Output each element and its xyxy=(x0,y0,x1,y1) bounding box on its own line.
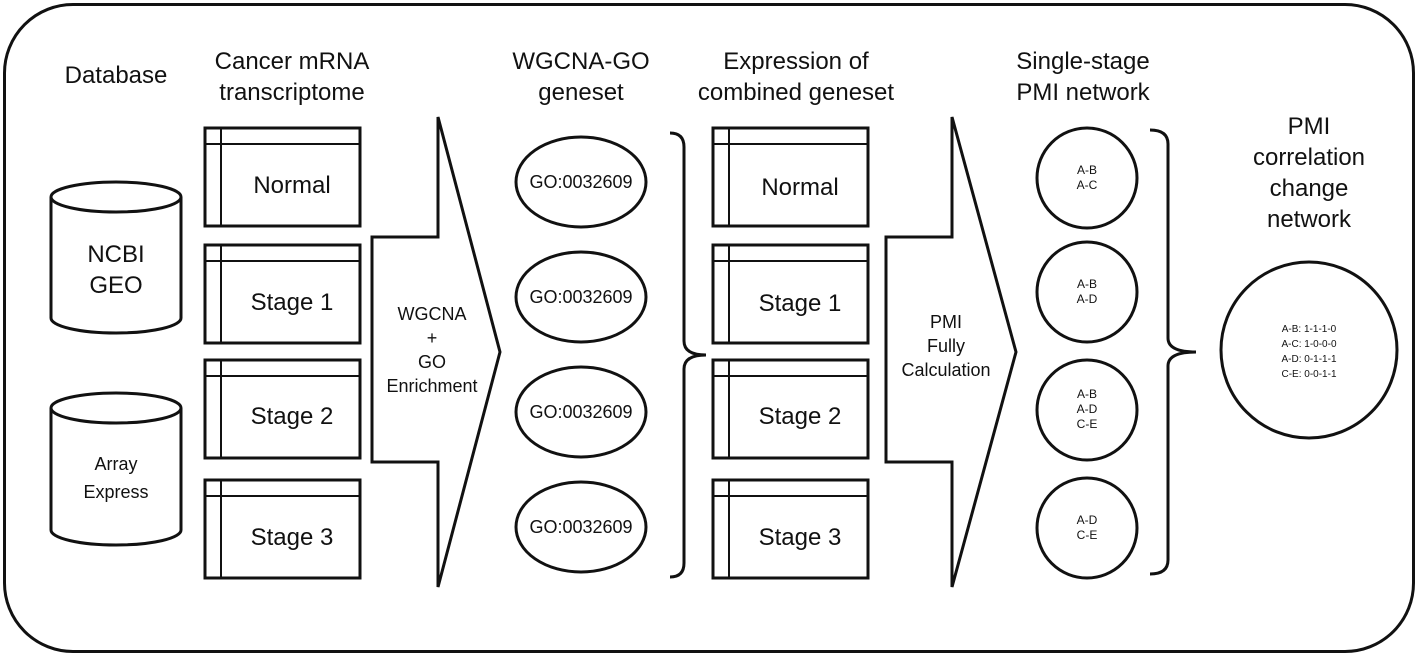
combine-bracket-1 xyxy=(669,131,707,579)
node-pair: A-B xyxy=(1077,277,1097,291)
go-term-ellipse: GO:0032609 xyxy=(514,135,648,229)
header-single-stage-2: PMI network xyxy=(1016,79,1150,106)
node-pair: A-D xyxy=(1077,513,1098,527)
header-pmi-corr-2: correlation xyxy=(1253,144,1365,171)
correlation-network-node: A-B: 1-1-1-0 A-C: 1-0-0-0 A-D: 0-1-1-1 C… xyxy=(1219,260,1399,440)
expression-table-stage3: Stage 3 xyxy=(711,478,870,580)
expression-label-stage1: Stage 1 xyxy=(759,290,842,317)
node-pair: A-C xyxy=(1077,178,1098,192)
combine-bracket-2 xyxy=(1149,128,1197,576)
transcriptome-label-stage3: Stage 3 xyxy=(251,524,334,551)
correlation-entry: A-C: 1-0-0-0 xyxy=(1281,339,1336,350)
header-single-stage-1: Single-stage xyxy=(1016,48,1149,75)
transcriptome-label-stage2: Stage 2 xyxy=(251,403,334,430)
node-pair: C-E xyxy=(1077,417,1098,431)
database-arrayexpress-line2: Express xyxy=(83,482,148,502)
header-database: Database xyxy=(65,62,168,89)
expression-label-stage3: Stage 3 xyxy=(759,524,842,551)
header-pmi-corr-3: change xyxy=(1270,175,1349,202)
go-term-ellipse: GO:0032609 xyxy=(514,480,648,574)
node-pair: A-B xyxy=(1077,387,1097,401)
database-ncbi-line2: GEO xyxy=(89,272,142,299)
expression-label-normal: Normal xyxy=(761,174,838,201)
transcriptome-table-stage1: Stage 1 xyxy=(203,243,362,345)
transcriptome-table-stage2: Stage 2 xyxy=(203,358,362,460)
go-term-label: GO:0032609 xyxy=(529,402,632,422)
go-term-ellipse: GO:0032609 xyxy=(514,250,648,344)
go-term-label: GO:0032609 xyxy=(529,287,632,307)
node-pair: A-D xyxy=(1077,292,1098,306)
single-stage-node: A-B A-C xyxy=(1035,126,1139,230)
node-pair: A-D xyxy=(1077,402,1098,416)
header-transcriptome-2: transcriptome xyxy=(219,79,364,106)
correlation-entry: C-E: 0-0-1-1 xyxy=(1281,369,1336,380)
header-expression-2: combined geneset xyxy=(698,79,894,106)
single-stage-node: A-D C-E xyxy=(1035,476,1139,580)
header-transcriptome-1: Cancer mRNA xyxy=(215,48,370,75)
arrow2-line1: PMI xyxy=(930,312,962,332)
node-pair: C-E xyxy=(1077,528,1098,542)
database-arrayexpress-line1: Array xyxy=(94,454,137,474)
correlation-entry: A-D: 0-1-1-1 xyxy=(1281,354,1336,365)
header-pmi-corr-1: PMI xyxy=(1288,113,1331,140)
expression-table-stage1: Stage 1 xyxy=(711,243,870,345)
arrow1-line2: + xyxy=(427,328,438,348)
transcriptome-label-stage1: Stage 1 xyxy=(251,289,334,316)
header-wgcna-2: geneset xyxy=(538,79,624,106)
arrow2-line3: Calculation xyxy=(901,360,990,380)
go-term-label: GO:0032609 xyxy=(529,517,632,537)
pmi-calculation-arrow: PMI Fully Calculation xyxy=(884,116,1018,588)
header-pmi-corr-4: network xyxy=(1267,206,1352,233)
correlation-entry: A-B: 1-1-1-0 xyxy=(1282,324,1337,335)
go-term-ellipse: GO:0032609 xyxy=(514,365,648,459)
arrow1-line1: WGCNA xyxy=(398,304,467,324)
arrow2-line2: Fully xyxy=(927,336,965,356)
header-expression-1: Expression of xyxy=(723,48,869,75)
diagram-frame xyxy=(3,3,1415,653)
node-pair: A-B xyxy=(1077,163,1097,177)
single-stage-node: A-B A-D xyxy=(1035,240,1139,344)
transcriptome-table-normal: Normal xyxy=(203,126,362,228)
arrow1-line4: Enrichment xyxy=(386,376,477,396)
transcriptome-label-normal: Normal xyxy=(253,172,330,199)
database-cylinder-ncbi: NCBI GEO xyxy=(49,180,183,335)
arrow1-line3: GO xyxy=(418,352,446,372)
single-stage-node: A-B A-D C-E xyxy=(1035,358,1139,462)
wgcna-go-arrow: WGCNA + GO Enrichment xyxy=(370,116,502,588)
expression-table-normal: Normal xyxy=(711,126,870,228)
transcriptome-table-stage3: Stage 3 xyxy=(203,478,362,580)
database-ncbi-line1: NCBI xyxy=(87,241,144,268)
database-cylinder-arrayexpress: Array Express xyxy=(49,391,183,547)
expression-table-stage2: Stage 2 xyxy=(711,358,870,460)
go-term-label: GO:0032609 xyxy=(529,172,632,192)
expression-label-stage2: Stage 2 xyxy=(759,403,842,430)
header-wgcna-1: WGCNA-GO xyxy=(512,48,649,75)
